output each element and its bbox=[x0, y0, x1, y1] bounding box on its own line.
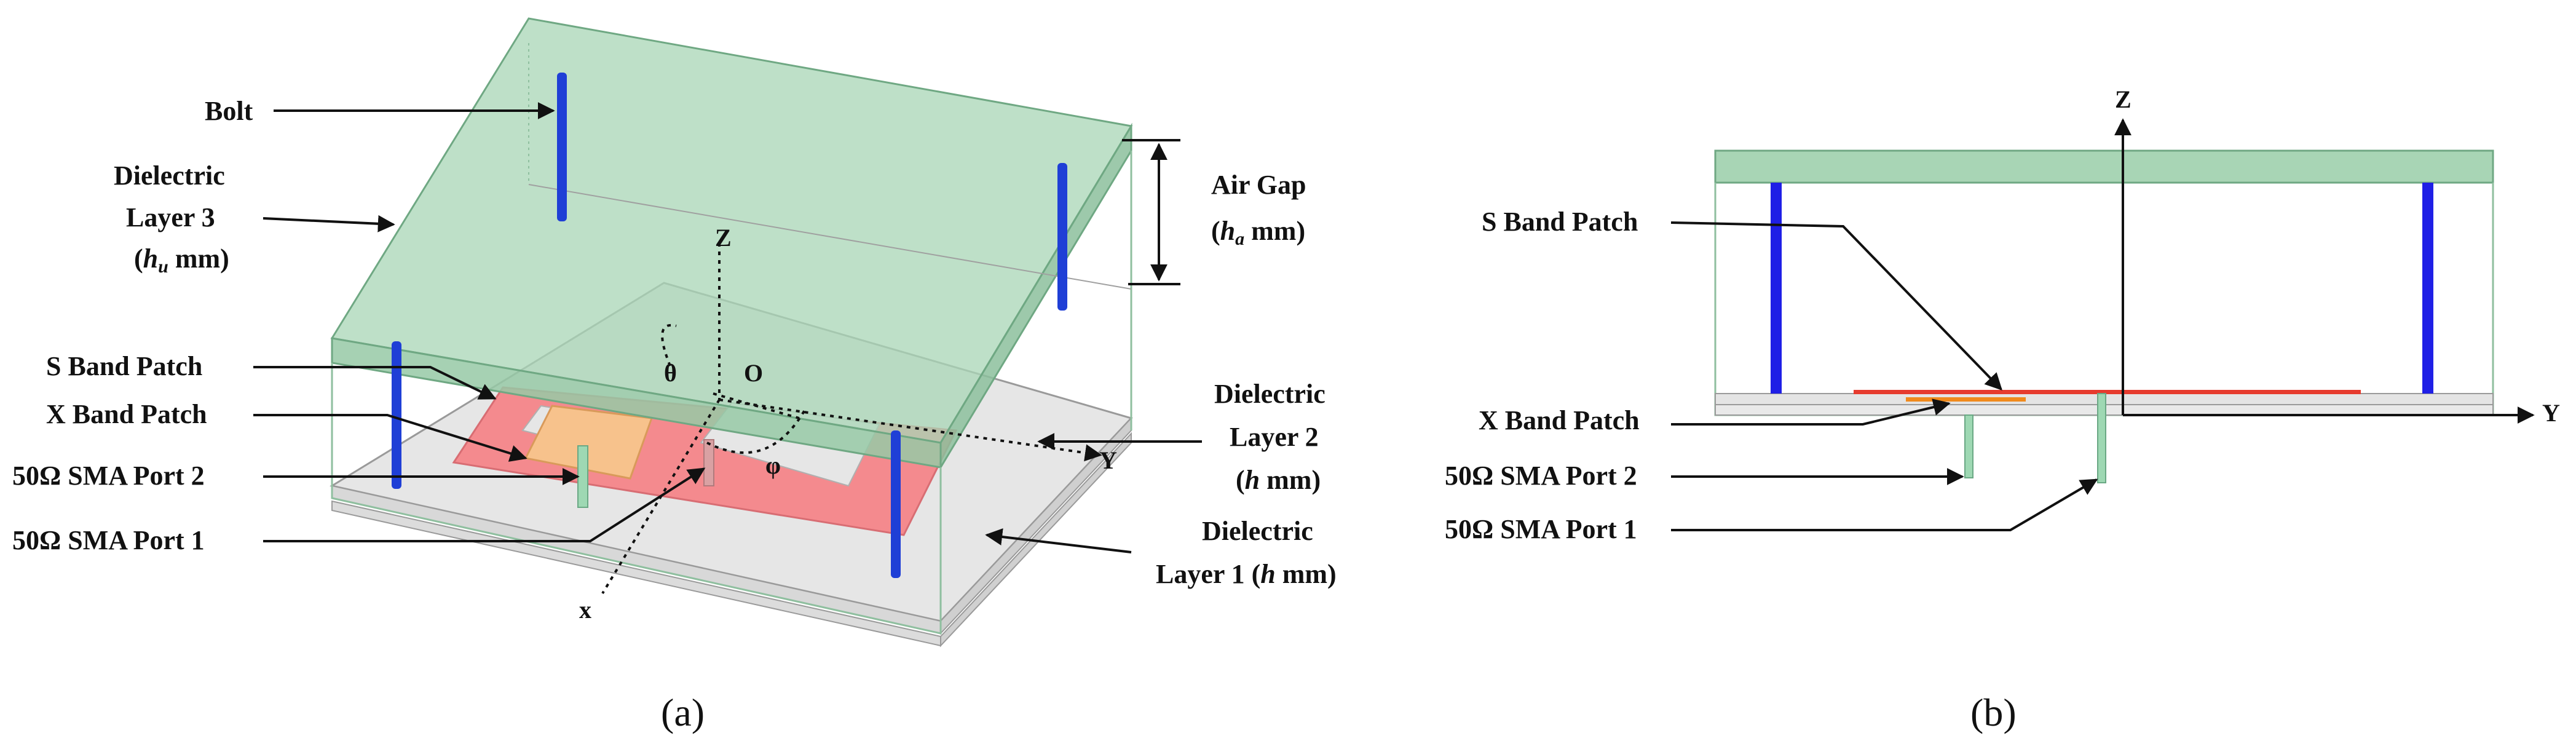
caption-a: (a) bbox=[661, 691, 705, 734]
label-sma-port-1-b: 50Ω SMA Port 1 bbox=[1445, 514, 1637, 544]
label-dielectric-layer-1-line2: Layer 1 (h mm) bbox=[1156, 559, 1337, 589]
axis-x-label: x bbox=[579, 596, 591, 624]
leader-sma-port-1 bbox=[263, 467, 706, 542]
sma-port-1 bbox=[703, 439, 714, 486]
label-sma-port-1: 50Ω SMA Port 1 bbox=[12, 525, 205, 555]
phi-label: φ bbox=[765, 451, 781, 479]
bolt-left-side bbox=[1771, 183, 1782, 394]
leader-dielectric-layer-3 bbox=[263, 215, 395, 232]
bolt-front-left bbox=[392, 341, 401, 489]
label-sma-port-2-b: 50Ω SMA Port 2 bbox=[1445, 461, 1637, 491]
bolt-front-right bbox=[891, 430, 901, 578]
label-air-gap-height: (ha mm) bbox=[1211, 216, 1305, 249]
theta-label: θ bbox=[664, 359, 677, 387]
leader-s-band-patch bbox=[253, 366, 497, 400]
coordinate-system-a: Z x Y O θ φ bbox=[579, 224, 1117, 624]
axis-y-label: Y bbox=[1099, 446, 1117, 474]
air-gap-dimension bbox=[1122, 139, 1180, 285]
leader-s-band-patch-b bbox=[1670, 221, 2002, 391]
label-dielectric-layer-3: Dielectric Layer 3 bbox=[114, 160, 232, 232]
axis-y-label-b: Y bbox=[2542, 399, 2560, 427]
leader-dielectric-layer-1 bbox=[985, 528, 1132, 553]
leader-x-band-patch bbox=[253, 414, 527, 462]
coordinate-system-b: Z Y bbox=[2114, 85, 2560, 427]
bolt-right-side bbox=[2422, 183, 2433, 394]
caption-b: (b) bbox=[1970, 691, 2017, 734]
sma-port-2 bbox=[577, 445, 588, 508]
dielectric-layer-3-side bbox=[1714, 149, 2494, 184]
label-dielectric-layer-2-height: (h mm) bbox=[1236, 465, 1321, 495]
label-dielectric-layer-1: Dielectric bbox=[1202, 516, 1313, 546]
label-s-band-patch: S Band Patch bbox=[46, 351, 202, 381]
label-sma-port-2: 50Ω SMA Port 2 bbox=[12, 461, 205, 491]
panel-b-side-view: Z Y S Band Patch X Band Patch 50Ω SMA Po… bbox=[1445, 85, 2560, 734]
panel-a-3d-view: Z x Y O θ φ Bolt Dielectric Layer 3 (hu … bbox=[12, 17, 1337, 734]
leader-sma-port-1-b bbox=[1671, 478, 2098, 531]
enclosure-outline bbox=[1714, 183, 2494, 416]
origin-label: O bbox=[744, 359, 763, 387]
label-dielectric-layer-3-height: (hu mm) bbox=[134, 244, 229, 277]
bolt-rear-left bbox=[557, 73, 567, 221]
label-air-gap: Air Gap bbox=[1211, 170, 1306, 200]
s-band-patch-side bbox=[1854, 390, 2361, 394]
x-band-patch-side bbox=[1906, 397, 2026, 402]
leader-x-band-patch-b bbox=[1671, 398, 1951, 426]
label-dielectric-layer-2: Dielectric Layer 2 bbox=[1214, 379, 1332, 452]
axis-z-label: Z bbox=[715, 224, 732, 252]
label-s-band-patch-b: S Band Patch bbox=[1482, 207, 1638, 237]
label-x-band-patch: X Band Patch bbox=[46, 399, 207, 429]
dielectric-layer-3 bbox=[330, 17, 1133, 635]
label-x-band-patch-b: X Band Patch bbox=[1479, 405, 1640, 435]
sma-port-2-side bbox=[1964, 414, 1973, 478]
axis-z-label-b: Z bbox=[2115, 85, 2132, 113]
sma-port-1-side bbox=[2097, 393, 2106, 483]
bolt-rear-right bbox=[1057, 163, 1067, 311]
label-bolt: Bolt bbox=[205, 96, 253, 126]
